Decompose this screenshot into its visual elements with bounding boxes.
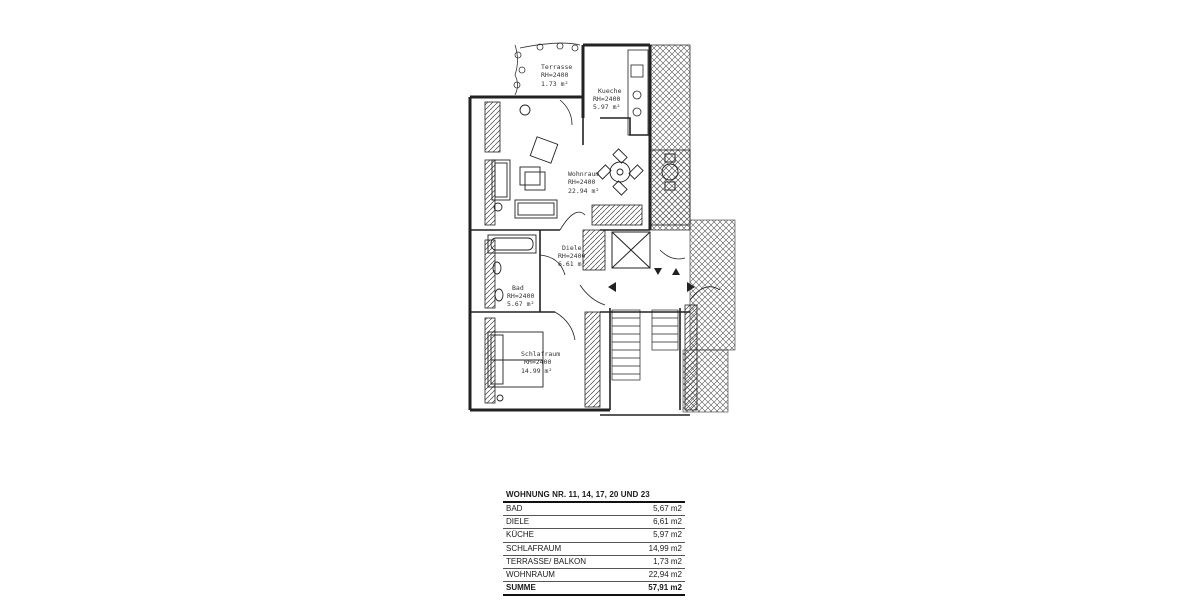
row-value: 6,61 m2 (653, 517, 682, 527)
balcony-table (661, 153, 679, 191)
row-label: DIELE (506, 517, 530, 527)
svg-text:Terrasse: Terrasse (541, 63, 572, 71)
bed (487, 331, 544, 402)
sofa (491, 159, 511, 201)
coffee-table (519, 166, 541, 186)
svg-text:Bad: Bad (512, 284, 524, 292)
svg-text:Wohnraum: Wohnraum (568, 170, 599, 178)
elevator (611, 231, 651, 269)
area-table: WOHNUNG NR. 11, 14, 17, 20 UND 23 BAD 5,… (503, 489, 685, 597)
staircase (611, 309, 679, 381)
toilet (492, 261, 502, 275)
svg-text:Kueche: Kueche (598, 87, 622, 95)
terrace-planter (513, 42, 581, 96)
hatched-walls (484, 101, 698, 411)
svg-text:RH=2400: RH=2400 (524, 358, 551, 366)
sum-value: 57,91 m2 (648, 583, 682, 593)
exterior-walls (468, 43, 652, 412)
svg-text:Schlafraum: Schlafraum (521, 350, 560, 358)
svg-text:5.97 m²: 5.97 m² (593, 103, 620, 111)
sideboard (514, 199, 558, 219)
bathtub (487, 234, 537, 254)
neighbor-hatch-area (689, 219, 736, 351)
row-label: WOHNRAUM (506, 569, 555, 579)
table-row: SCHLAFRAUM 14,99 m2 (503, 543, 685, 556)
svg-text:RH=2400: RH=2400 (558, 252, 585, 260)
svg-text:RH=2400: RH=2400 (593, 95, 620, 103)
svg-text:6.61 m²: 6.61 m² (558, 260, 585, 268)
door-swings (539, 99, 721, 341)
table-sum-row: SUMME 57,91 m2 (503, 582, 685, 597)
table-row: WOHNRAUM 22,94 m2 (503, 569, 685, 583)
row-label: SCHLAFRAUM (506, 543, 562, 553)
room-label-diele: Diele RH=2400 6.61 m² (558, 244, 585, 268)
row-value: 22,94 m2 (648, 569, 682, 579)
room-label-schlafraum: Schlafraum RH=2400 14.99 m² (521, 350, 560, 375)
dining-set (596, 148, 644, 196)
armchair (529, 136, 559, 164)
row-value: 5,97 m2 (653, 530, 682, 540)
row-value: 14,99 m2 (648, 543, 682, 553)
table-row: KÜCHE 5,97 m2 (503, 529, 685, 543)
plant-icon (493, 202, 503, 212)
svg-text:RH=2400: RH=2400 (507, 292, 534, 300)
svg-text:1.73 m²: 1.73 m² (541, 80, 568, 88)
row-label: TERRASSE/ BALKON (506, 556, 587, 566)
svg-text:Diele: Diele (562, 244, 582, 252)
table-row: TERRASSE/ BALKON 1,73 m2 (503, 556, 685, 569)
row-value: 1,73 m2 (653, 556, 682, 566)
interior-walls (470, 117, 690, 416)
room-label-bad: Bad RH=2400 5.67 m² (507, 284, 534, 308)
living-furniture (491, 104, 559, 219)
svg-text:RH=2400: RH=2400 (568, 178, 595, 186)
row-value: 5,67 m2 (653, 504, 682, 513)
area-table-title: WOHNUNG NR. 11, 14, 17, 20 UND 23 (503, 489, 685, 503)
row-label: KÜCHE (506, 530, 535, 540)
svg-text:22.94 m²: 22.94 m² (568, 187, 599, 195)
bath-fixtures (487, 234, 537, 302)
room-label-wohnraum: Wohnraum RH=2400 22.94 m² (568, 170, 599, 195)
sum-label: SUMME (506, 583, 536, 593)
table-row: BAD 5,67 m2 (503, 503, 685, 517)
room-label-kueche: Kueche RH=2400 5.97 m² (593, 87, 622, 111)
svg-text:14.99 m²: 14.99 m² (521, 367, 552, 375)
room-label-terrasse: Terrasse RH=2400 1.73 m² (541, 63, 572, 88)
table-row: DIELE 6,61 m2 (503, 516, 685, 530)
svg-text:RH=2400: RH=2400 (541, 71, 568, 79)
row-label: BAD (506, 504, 523, 513)
kitchen-counter (627, 49, 649, 136)
washbasin (494, 288, 504, 302)
hallway-arrows (608, 268, 695, 292)
svg-text:5.67 m²: 5.67 m² (507, 300, 534, 308)
